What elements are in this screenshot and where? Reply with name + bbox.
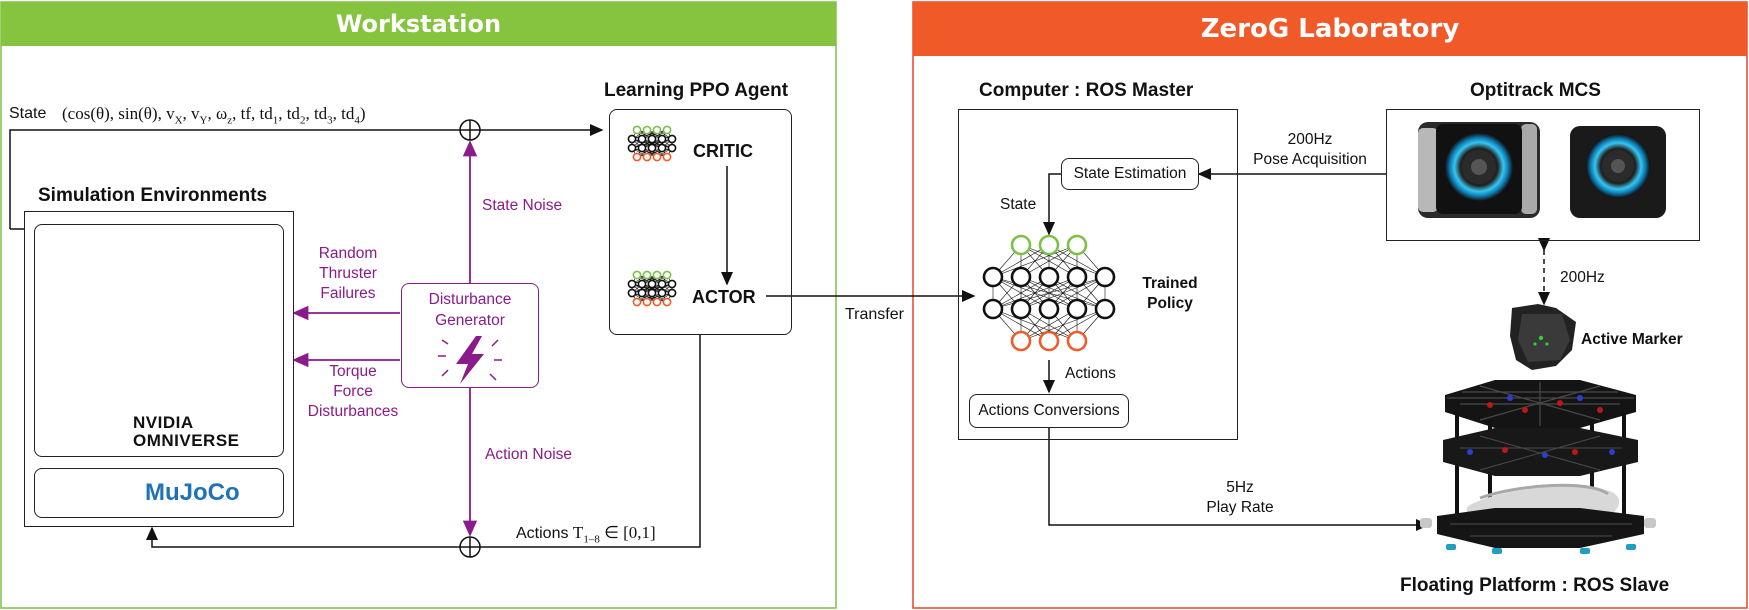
state-vec-part: (cos(θ), sin(θ), v (62, 104, 175, 123)
state-lab-label: State (1000, 196, 1037, 213)
state-vec-sub: z (227, 114, 233, 127)
state-sum-junction (459, 119, 481, 141)
state-vec-part: , tf, td (232, 104, 273, 123)
disturbance-generator-box (401, 283, 539, 388)
label-line: Trained (1142, 275, 1198, 292)
state-label: State (9, 105, 47, 122)
label-line: Failures (320, 285, 376, 302)
state-vec-part: ) (359, 104, 366, 123)
state-vec-part: , td (278, 104, 300, 123)
platform-title: Floating Platform : ROS Slave (1400, 575, 1670, 596)
trained-policy-nn-icon (982, 234, 1116, 352)
actor-label: ACTOR (692, 287, 756, 307)
actions-conversions-box (969, 394, 1129, 428)
transfer-label: Transfer (845, 306, 904, 323)
camera-2-icon (1570, 126, 1666, 218)
workstation-title: Workstation (335, 10, 502, 38)
torque-force-label: Torque Force Disturbances (298, 362, 408, 422)
state-vec-part: , td (305, 104, 328, 123)
state-feedback-line (9, 129, 460, 229)
state-est-to-policy-arrow (1043, 173, 1061, 236)
critic-nn-icon (627, 125, 677, 162)
actor-nn-icon (627, 270, 677, 307)
optitrack-title: Optitrack MCS (1470, 80, 1601, 101)
state-vec-sub: X (174, 114, 183, 127)
agent-box (609, 109, 792, 335)
sim-env-box (24, 211, 294, 527)
actions-lab-label: Actions (1065, 365, 1116, 382)
mujoco-box (34, 468, 284, 518)
nvidia-text-line1: NVIDIA (133, 413, 194, 432)
omniverse-box (34, 224, 284, 457)
actions-symbol: T1–8 ∈ [0,1] (572, 523, 656, 546)
actions-sub: 1–8 (583, 533, 600, 546)
workstation-header (1, 2, 836, 46)
floating-platform-icon (1420, 380, 1656, 554)
disturbance-generator-label: Disturbance Generator (401, 289, 539, 331)
label-line: Random (318, 245, 378, 262)
lab-header (913, 2, 1747, 56)
active-marker-label: Active Marker (1581, 331, 1683, 348)
trained-policy-label: Trained Policy (1130, 274, 1210, 314)
computer-title: Computer : ROS Master (979, 80, 1194, 101)
label-line: Force (333, 383, 373, 400)
optitrack-box (1386, 109, 1700, 241)
state-vec-sub: 4 (354, 114, 360, 127)
label-line: Torque (329, 363, 377, 380)
state-estimation-box (1061, 158, 1199, 190)
actions-conversions-label: Actions Conversions (978, 402, 1120, 419)
sim-env-title: Simulation Environments (38, 185, 268, 206)
play-rate-hz-label: 5Hz (1226, 479, 1254, 496)
critic-label: CRITIC (693, 141, 753, 161)
actions-prefix: Actions (516, 525, 569, 542)
action-sum-junction (459, 536, 481, 558)
state-vec-sub: Y (199, 114, 208, 127)
action-noise-label: Action Noise (485, 446, 573, 463)
label-line: Policy (1147, 295, 1193, 312)
computer-box (958, 109, 1238, 440)
actions-to-sim-arrow (146, 526, 460, 548)
camera-1-icon (1418, 122, 1540, 218)
lab-title: ZeroG Laboratory (1200, 14, 1460, 44)
state-vec-part: , v (182, 104, 200, 123)
marker-rate-label: 200Hz (1560, 269, 1605, 286)
state-vec-sub: 3 (327, 114, 333, 127)
state-vec-sub: 1 (272, 114, 279, 127)
state-vector: (cos(θ), sin(θ), vX, vY, ωz, tf, td1, td… (62, 104, 366, 126)
agent-title: Learning PPO Agent (604, 80, 789, 101)
actions-T: T (572, 523, 584, 542)
nvidia-text-line2: OMNIVERSE (133, 431, 240, 450)
actions-range: ∈ [0,1] (599, 523, 656, 542)
label-line: Thruster (319, 265, 377, 282)
random-thruster-label: Random Thruster Failures (303, 244, 393, 304)
lightning-icon (438, 336, 502, 384)
play-rate-label: Play Rate (1206, 499, 1274, 516)
play-rate-arrow (1048, 428, 1430, 531)
actions-return-line (480, 335, 701, 548)
label-line: Disturbance (428, 291, 512, 308)
state-noise-label: State Noise (482, 197, 563, 214)
state-estimation-label: State Estimation (1073, 165, 1187, 182)
actions-label: Actions T1–8 ∈ [0,1] (516, 523, 656, 545)
label-line: Generator (435, 312, 505, 329)
active-marker-icon (1510, 304, 1576, 370)
mujoco-text: MuJoCo (145, 479, 240, 506)
state-vec-sub: 2 (299, 114, 306, 127)
state-vec-part: , td (332, 104, 355, 123)
state-vec-part: , ω (207, 104, 228, 123)
pose-rate-label: 200Hz (1287, 131, 1333, 148)
label-line: Disturbances (307, 403, 399, 420)
pose-acq-label: Pose Acquisition (1253, 151, 1367, 168)
